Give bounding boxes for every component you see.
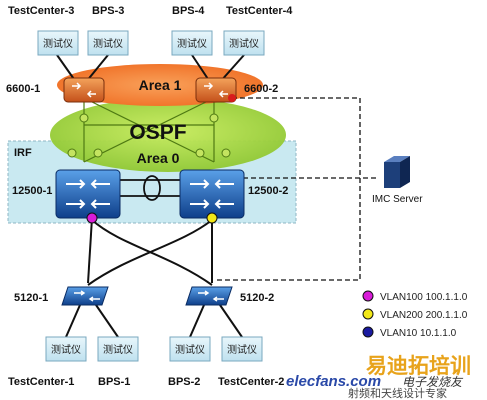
legend-label: VLAN100 100.1.1.0 xyxy=(380,292,468,303)
label-imc-server: IMC Server xyxy=(372,194,423,205)
legend-label: VLAN200 200.1.1.0 xyxy=(380,310,468,321)
legend-item-vlan200: VLAN200 200.1.1.0 xyxy=(362,308,468,321)
tester-box-bps4[interactable]: 测试仪 xyxy=(171,30,213,56)
switch-5120-2[interactable] xyxy=(185,286,233,306)
label-12500-1: 12500-1 xyxy=(12,185,52,197)
legend-dot xyxy=(362,308,374,320)
tester-box-bps2[interactable]: 测试仪 xyxy=(169,336,211,362)
server-icon[interactable] xyxy=(384,156,410,188)
switch-12500-1[interactable] xyxy=(55,169,121,219)
tester-box-tc2[interactable]: 测试仪 xyxy=(221,336,263,362)
legend-dot xyxy=(362,290,374,302)
tester-label: 测试仪 xyxy=(43,37,73,50)
tester-box-tc1[interactable]: 测试仪 xyxy=(45,336,87,362)
tester-label: 测试仪 xyxy=(227,343,257,356)
tester-label: 测试仪 xyxy=(175,343,205,356)
router-6600-2[interactable] xyxy=(195,77,237,103)
area1-label: Area 1 xyxy=(139,77,182,93)
port-led-icon xyxy=(228,94,236,102)
watermark-site: elecfans.com xyxy=(286,373,381,390)
ospf-links xyxy=(83,97,215,163)
label-testcenter-4: TestCenter-4 xyxy=(226,5,293,17)
switch-12500-2[interactable] xyxy=(179,169,245,219)
ospf-link-dots xyxy=(67,113,231,158)
legend-label: VLAN10 10.1.1.0 xyxy=(380,328,457,339)
watermark-cn-brand: 电子发烧友 xyxy=(402,375,464,389)
tester-label: 测试仪 xyxy=(93,37,123,50)
legend-item-vlan100: VLAN100 100.1.1.0 xyxy=(362,290,468,303)
label-bps-1: BPS-1 xyxy=(98,376,130,388)
label-bps-3: BPS-3 xyxy=(92,5,124,17)
ospf-label: OSPF xyxy=(129,121,186,144)
label-6600-1: 6600-1 xyxy=(6,83,40,95)
watermark: 易迪拓培训 elecfans.com 电子发烧友 射频和天线设计专家 xyxy=(286,354,471,400)
tester-box-bps3[interactable]: 测试仪 xyxy=(87,30,129,56)
vlan-legend: VLAN100 100.1.1.0 VLAN200 200.1.1.0 VLAN… xyxy=(362,290,468,339)
imc-dashed-links xyxy=(215,97,378,281)
label-12500-2: 12500-2 xyxy=(248,185,288,197)
core-access-links xyxy=(87,217,213,286)
watermark-subtitle: 射频和天线设计专家 xyxy=(348,386,447,400)
switch-5120-1[interactable] xyxy=(61,286,109,306)
area0-label: Area 0 xyxy=(137,150,180,166)
vlan100-interface-dot xyxy=(86,212,98,224)
label-6600-2: 6600-2 xyxy=(244,83,278,95)
router-6600-1[interactable] xyxy=(63,77,105,103)
tester-label: 测试仪 xyxy=(103,343,133,356)
vlan200-interface-dot xyxy=(206,212,218,224)
bottom-links xyxy=(65,304,243,338)
label-bps-2: BPS-2 xyxy=(168,376,200,388)
label-testcenter-1: TestCenter-1 xyxy=(8,376,74,388)
legend-item-vlan10: VLAN10 10.1.1.0 xyxy=(362,326,457,339)
tester-box-tc3[interactable]: 测试仪 xyxy=(37,30,79,56)
tester-label: 测试仪 xyxy=(51,343,81,356)
tester-label: 测试仪 xyxy=(229,37,259,50)
legend-dot xyxy=(362,326,374,338)
tester-box-tc4[interactable]: 测试仪 xyxy=(223,30,265,56)
label-5120-1: 5120-1 xyxy=(14,292,48,304)
tester-box-bps1[interactable]: 测试仪 xyxy=(97,336,139,362)
label-bps-4: BPS-4 xyxy=(172,5,205,17)
tester-label: 测试仪 xyxy=(177,37,207,50)
watermark-cn-title: 易迪拓培训 xyxy=(366,354,471,378)
irf-links xyxy=(115,175,186,201)
label-5120-2: 5120-2 xyxy=(240,292,274,304)
label-testcenter-2: TestCenter-2 xyxy=(218,376,284,388)
label-testcenter-3: TestCenter-3 xyxy=(8,5,74,17)
label-irf: IRF xyxy=(14,147,32,159)
